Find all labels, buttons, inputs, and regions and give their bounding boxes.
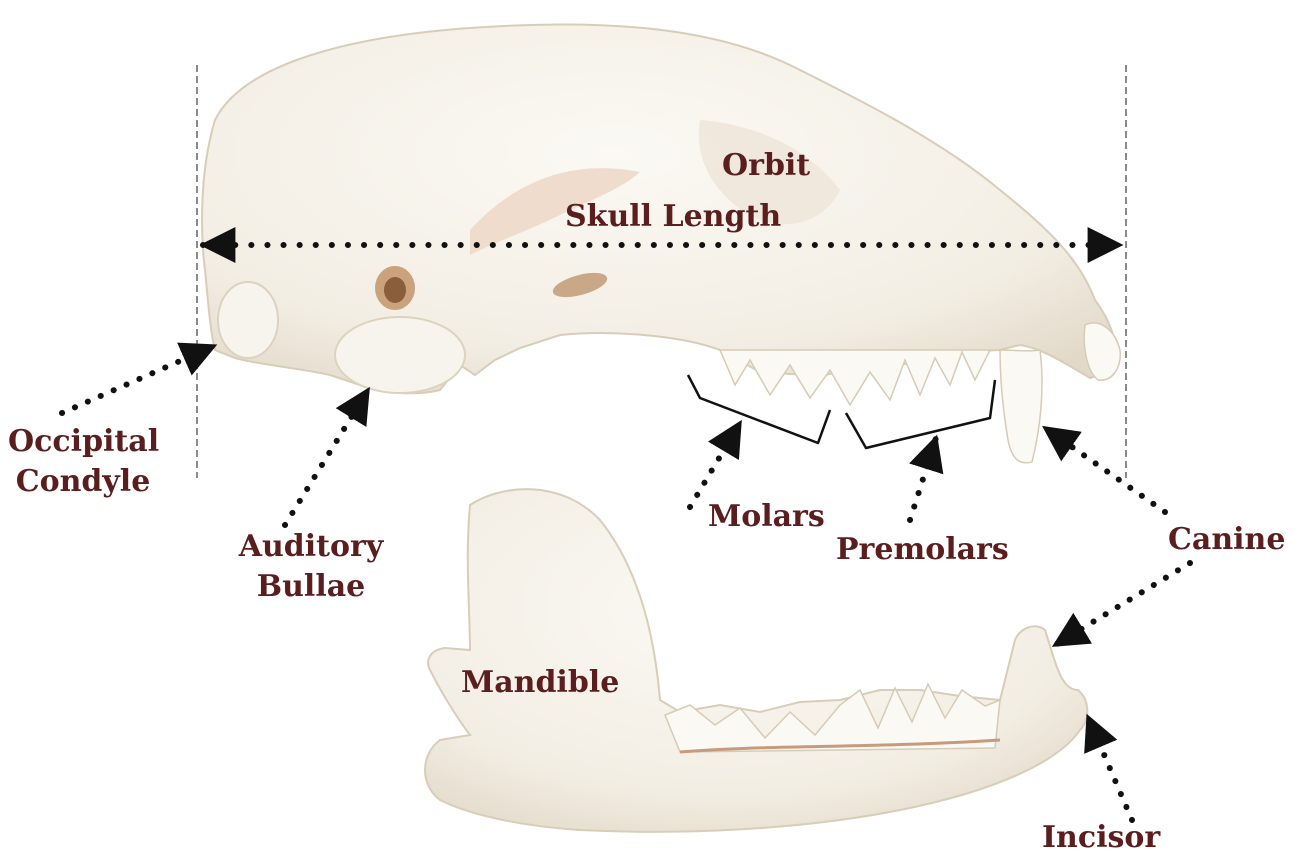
- mandible-label: Mandible: [461, 663, 619, 703]
- incisor-pointer: [1088, 717, 1132, 820]
- occipital-condyle-label-line-2: Condyle: [8, 462, 158, 502]
- auditory-bullae-label-line-2: Bullae: [236, 567, 386, 607]
- orbit-label: Orbit: [722, 146, 810, 186]
- occipital-condyle-label: Occipital Condyle: [8, 422, 158, 502]
- auditory-bullae-label-line-1: Auditory: [236, 527, 386, 567]
- canine-label: Canine: [1168, 520, 1285, 560]
- canine-lower-pointer: [1055, 563, 1190, 645]
- incisor-label: Incisor: [1042, 818, 1160, 856]
- molars-pointer: [690, 423, 740, 507]
- occipital-condyle-label-line-1: Occipital: [8, 422, 158, 462]
- auditory-bullae-label: Auditory Bullae: [236, 527, 386, 607]
- occipital-condyle-pointer: [62, 346, 214, 413]
- auditory-bullae-pointer: [285, 390, 368, 525]
- canine-upper-pointer: [1045, 428, 1165, 512]
- molars-label: Molars: [708, 497, 825, 537]
- premolars-label: Premolars: [836, 530, 1009, 570]
- cranium: [202, 24, 1120, 462]
- skull-length-label: Skull Length: [565, 197, 781, 237]
- premolars-pointer: [910, 438, 936, 520]
